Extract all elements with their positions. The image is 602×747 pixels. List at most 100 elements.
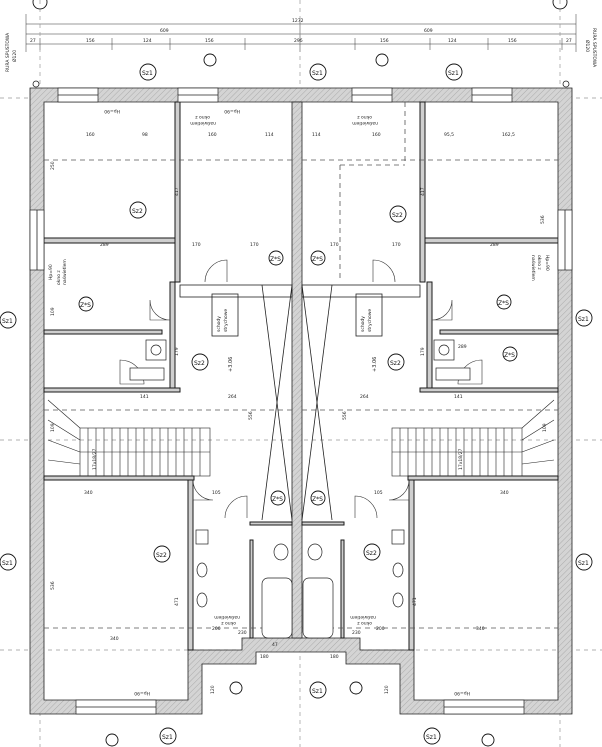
loft-hatch-left bbox=[211, 293, 239, 337]
stair-note-left: 17x18/27 bbox=[92, 449, 98, 470]
dim-v-left-1: 417 bbox=[174, 187, 180, 196]
zs-label: Z*S bbox=[312, 256, 323, 263]
note-side-right-2: naświetlem bbox=[530, 255, 537, 281]
interior-walls bbox=[43, 101, 559, 651]
sz1-right-low: Sz1 bbox=[575, 553, 593, 571]
dim-v-left-3: 179 bbox=[174, 347, 180, 356]
dim-seg-5: 156 bbox=[380, 38, 389, 44]
dim-misc-2: 264 bbox=[360, 394, 369, 400]
zs-label: Z*S bbox=[80, 302, 91, 309]
dim-seg-7: 156 bbox=[508, 38, 517, 44]
void-cross bbox=[179, 284, 421, 521]
dim-lower-right-2: 340 bbox=[476, 626, 485, 632]
note-side-right-hp: Hp=90 bbox=[544, 255, 550, 271]
note-bottom-right-1: okno z bbox=[357, 620, 372, 626]
dim-v-left-2: 109 bbox=[50, 307, 56, 316]
sz1-label: Sz1 bbox=[312, 688, 323, 695]
loft-stair-right-line2: strychowe bbox=[367, 309, 373, 332]
dim-top-left-2: 160 bbox=[208, 132, 217, 138]
dim-misc-10: 200 bbox=[212, 626, 221, 632]
sz1-bottom-right: Sz1 bbox=[423, 727, 441, 745]
note-top-left-2: naświetlem bbox=[190, 120, 216, 127]
exterior-walls bbox=[29, 87, 573, 715]
sz2-left-mid: Sz2 bbox=[191, 353, 209, 371]
dim-center-v-1: 556 bbox=[342, 411, 348, 420]
axis-bubble-bottom-right bbox=[481, 733, 495, 747]
dim-top-right-0: 114 bbox=[312, 132, 321, 138]
note-top-left-1: okno z bbox=[195, 114, 210, 120]
downpipe-right-icon bbox=[562, 80, 570, 88]
axis-bubble-bottom-left bbox=[105, 733, 119, 747]
downpipe-left-diameter: Ø120 bbox=[11, 50, 18, 62]
dim-misc-1: 264 bbox=[228, 394, 237, 400]
dim-mid-left-0: 289 bbox=[100, 242, 109, 248]
downpipe-right-diameter: Ø120 bbox=[584, 40, 591, 52]
top-dimension-lines bbox=[25, 14, 577, 52]
zs-right-3: Z*S bbox=[502, 346, 518, 362]
dim-misc-4: 471 bbox=[174, 597, 180, 606]
zs-right-1: Z*S bbox=[310, 250, 326, 266]
dim-misc-0: 141 bbox=[140, 394, 149, 400]
zs-label: Z*S bbox=[272, 496, 283, 503]
note-bottom-left-1: okno z bbox=[221, 620, 236, 626]
sz1-label: Sz1 bbox=[448, 70, 459, 77]
sz2-left-low: Sz2 bbox=[153, 545, 171, 563]
sz1-top-center: Sz1 bbox=[309, 63, 327, 81]
dim-mid-left-1: 170 bbox=[192, 242, 201, 248]
dim-mid-right-0: 170 bbox=[330, 242, 339, 248]
dim-misc-12: 47 bbox=[272, 642, 278, 648]
dim-seg-6: 124 bbox=[448, 38, 457, 44]
hp-top-left: Hp=90 bbox=[104, 108, 120, 114]
dim-misc-9: 230 bbox=[352, 630, 361, 636]
note-side-left-hp: Hp=90 bbox=[48, 264, 54, 280]
dim-overall: 1272 bbox=[292, 18, 304, 24]
hp-top-right: Hp=90 bbox=[224, 108, 240, 114]
dim-misc-8: 230 bbox=[238, 630, 247, 636]
downpipe-left-icon bbox=[32, 80, 40, 88]
zs-left-3: Z*S bbox=[270, 490, 286, 506]
note-side-right-1: okno z bbox=[536, 255, 542, 270]
sz2-left-upper: Sz2 bbox=[129, 201, 147, 219]
stairs-right bbox=[391, 399, 555, 477]
sz1-label: Sz1 bbox=[162, 734, 173, 741]
dim-top-right-3: 162,5 bbox=[502, 132, 515, 138]
sz1-label: Sz1 bbox=[142, 70, 153, 77]
dim-mid-right-2: 289 bbox=[490, 242, 499, 248]
dim-v-right-2: 179 bbox=[420, 347, 426, 356]
dim-mid-left-2: 170 bbox=[250, 242, 259, 248]
hp-bottom-right: Hp=90 bbox=[454, 690, 470, 696]
sz1-label: Sz1 bbox=[2, 318, 13, 325]
zs-right-4: Z*S bbox=[310, 490, 326, 506]
dim-seg-4: 296 bbox=[294, 38, 303, 44]
note-top-right-2: naświetlem bbox=[352, 120, 378, 127]
sz1-left-low: Sz1 bbox=[0, 553, 17, 571]
zs-label: Z*S bbox=[498, 300, 509, 307]
dim-seg-2: 124 bbox=[143, 38, 152, 44]
sz1-label: Sz1 bbox=[312, 70, 323, 77]
fixtures bbox=[129, 339, 471, 639]
stair-note-right: 17x18/27 bbox=[458, 449, 464, 470]
axis-bubble-top-mid-left bbox=[203, 53, 217, 67]
dim-v-right-0: 417 bbox=[420, 187, 426, 196]
dim-top-left-1: 98 bbox=[142, 132, 148, 138]
dim-top-right-1: 160 bbox=[372, 132, 381, 138]
dim-half-right: 609 bbox=[424, 28, 433, 34]
sz1-label: Sz1 bbox=[2, 560, 13, 567]
dim-top-left-0: 160 bbox=[86, 132, 95, 138]
note-top-right-1: okno z bbox=[357, 114, 372, 120]
dim-mid-right-1: 170 bbox=[392, 242, 401, 248]
dim-side-h-1: 109 bbox=[542, 423, 548, 432]
dim-seg-3: 156 bbox=[205, 38, 214, 44]
attic-dashed-lines bbox=[44, 102, 558, 629]
zs-left-2: Z*S bbox=[78, 296, 94, 312]
dim-lower-left-1: 105 bbox=[212, 490, 221, 496]
dim-v-right-3: 289 bbox=[458, 344, 467, 350]
hp-bottom-left: Hp=90 bbox=[134, 690, 150, 696]
zs-label: Z*S bbox=[270, 256, 281, 263]
windows bbox=[29, 87, 573, 715]
loft-stair-right-line1: schody bbox=[360, 316, 366, 332]
sz2-label: Sz2 bbox=[156, 552, 167, 559]
sz1-label: Sz1 bbox=[578, 560, 589, 567]
dim-center-v-0: 556 bbox=[248, 411, 254, 420]
